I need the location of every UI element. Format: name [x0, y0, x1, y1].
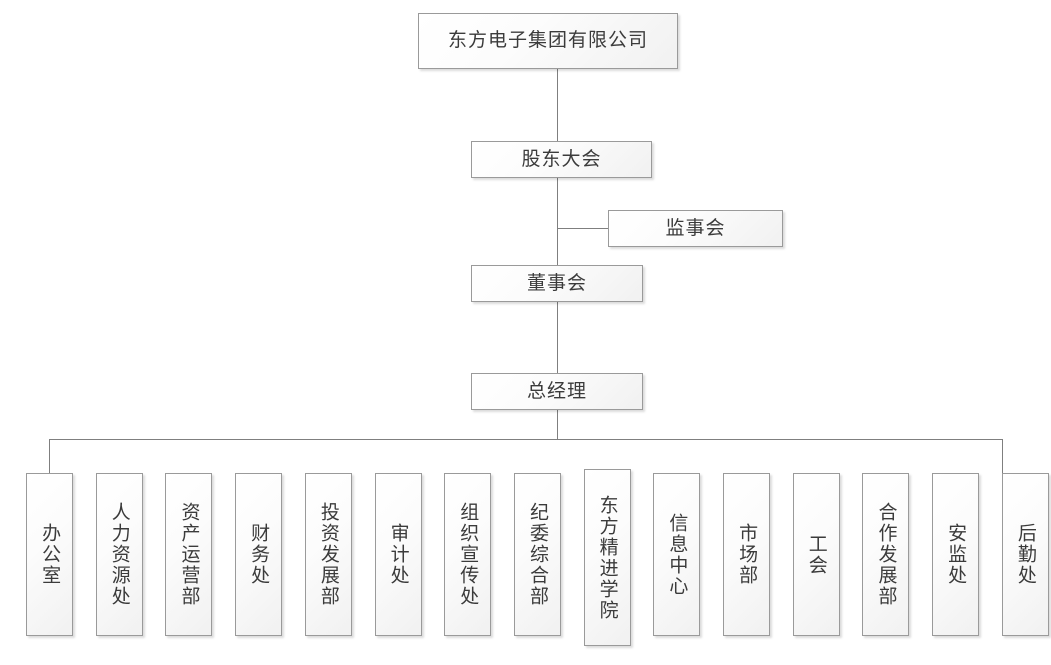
node-department-14[interactable]: 后勤处 — [1001, 473, 1049, 636]
node-department-label: 人力资源处 — [108, 502, 131, 607]
node-department-2[interactable]: 资产运营部 — [165, 473, 213, 636]
node-department-13[interactable]: 安监处 — [932, 473, 980, 636]
node-department-label: 办公室 — [39, 523, 62, 586]
node-department-label: 合作发展部 — [875, 502, 898, 607]
node-department-7[interactable]: 纪委综合部 — [513, 473, 561, 636]
node-general-manager[interactable]: 总经理 — [471, 373, 643, 410]
node-department-label: 信息中心 — [666, 512, 689, 597]
node-department-5[interactable]: 审计处 — [374, 473, 422, 636]
node-company-label: 东方电子集团有限公司 — [447, 29, 648, 52]
node-board-of-supervisors[interactable]: 监事会 — [608, 210, 783, 247]
node-general-manager-label: 总经理 — [526, 379, 587, 402]
node-department-3[interactable]: 财务处 — [235, 473, 283, 636]
node-department-0[interactable]: 办公室 — [26, 473, 73, 636]
node-company[interactable]: 东方电子集团有限公司 — [418, 13, 678, 69]
node-board-of-directors[interactable]: 董事会 — [471, 265, 643, 302]
node-department-label: 组织宣传处 — [457, 502, 480, 607]
node-department-label: 东方精进学院 — [596, 494, 619, 621]
department-bus-line — [49, 439, 1003, 440]
node-department-8[interactable]: 东方精进学院 — [583, 469, 631, 646]
node-department-6[interactable]: 组织宣传处 — [444, 473, 492, 636]
node-department-12[interactable]: 合作发展部 — [862, 473, 910, 636]
node-department-label: 财务处 — [248, 523, 271, 586]
node-department-label: 市场部 — [736, 523, 759, 586]
connector-board-to-general-manager — [557, 302, 558, 373]
node-department-11[interactable]: 工会 — [792, 473, 840, 636]
node-department-label: 资产运营部 — [178, 502, 201, 607]
connector-general-manager-to-bus — [557, 410, 558, 439]
connector-shareholders-to-board — [557, 178, 558, 265]
node-department-4[interactable]: 投资发展部 — [304, 473, 352, 636]
node-department-1[interactable]: 人力资源处 — [95, 473, 143, 636]
connector-branch-to-supervisors — [557, 228, 608, 229]
connector-bus-to-first-department — [49, 439, 50, 473]
node-department-label: 投资发展部 — [317, 502, 340, 607]
node-department-label: 后勤处 — [1014, 523, 1037, 586]
node-department-9[interactable]: 信息中心 — [653, 473, 701, 636]
node-board-of-supervisors-label: 监事会 — [665, 216, 726, 239]
node-department-label: 审计处 — [387, 523, 410, 586]
connector-company-to-shareholders — [557, 69, 558, 141]
node-shareholders-meeting[interactable]: 股东大会 — [471, 141, 652, 178]
node-department-label: 安监处 — [945, 523, 968, 586]
node-department-10[interactable]: 市场部 — [723, 473, 770, 636]
node-board-of-directors-label: 董事会 — [526, 271, 587, 294]
node-department-label: 工会 — [805, 533, 828, 576]
node-department-label: 纪委综合部 — [526, 502, 549, 607]
node-shareholders-meeting-label: 股东大会 — [521, 147, 602, 170]
connector-bus-to-last-department — [1002, 439, 1003, 474]
